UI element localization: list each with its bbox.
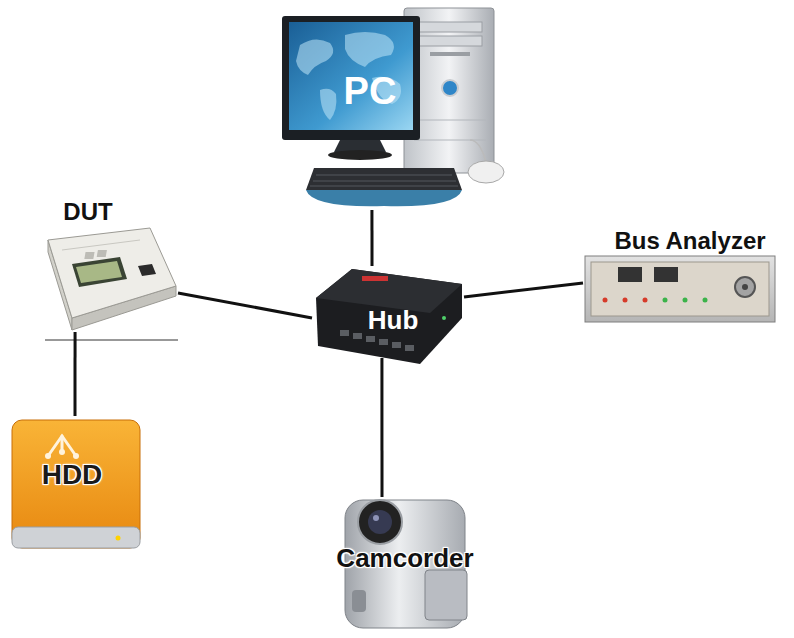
device-label: DUT [63, 199, 112, 225]
device-label: HDD [42, 460, 103, 491]
hdd-illustration [12, 420, 140, 548]
device-node: PC [278, 5, 506, 210]
device-label: Hub [368, 306, 419, 335]
bus-analyzer-illustration [585, 256, 775, 322]
dut-illustration [48, 228, 176, 330]
device-node: Hub [312, 266, 464, 358]
cable-line [464, 283, 583, 297]
device-label: PC [344, 71, 397, 113]
cable-line [178, 293, 312, 318]
device-label: Camcorder [336, 544, 473, 573]
cable-line [73, 332, 76, 416]
pc-illustration [282, 8, 504, 206]
hub-illustration [316, 269, 462, 364]
device-node: DUT [45, 195, 178, 332]
device-label: Bus Analyzer [614, 228, 765, 254]
device-node: HDD [10, 416, 144, 552]
separator-line [45, 340, 178, 341]
cable-line [370, 210, 373, 266]
device-node: Bus Analyzer [583, 222, 788, 328]
cable-line [380, 358, 383, 497]
device-node: Camcorder [328, 497, 478, 634]
